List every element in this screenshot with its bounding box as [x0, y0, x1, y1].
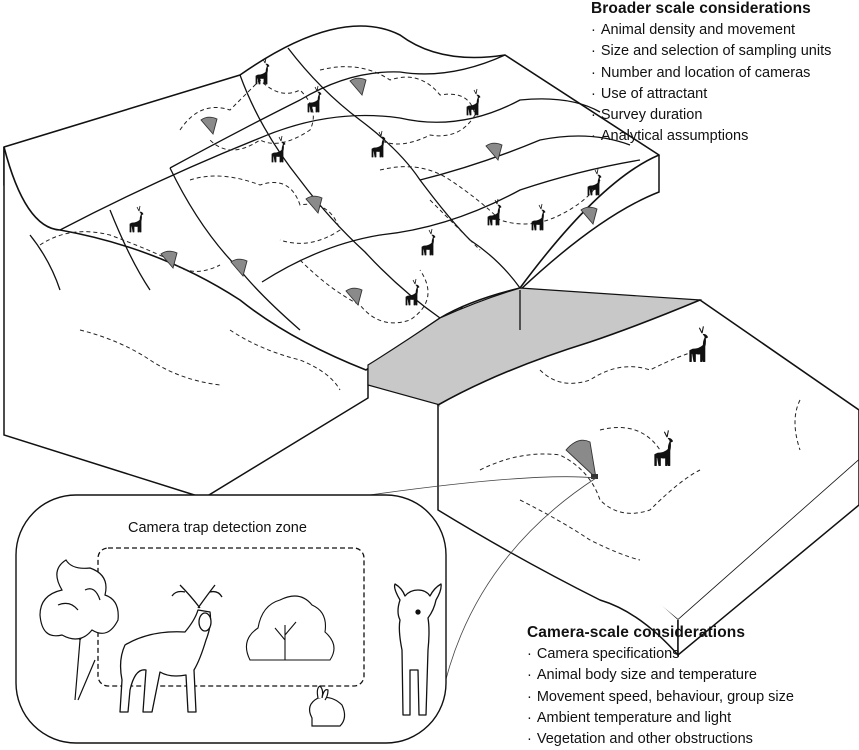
list-item: ·Movement speed, behaviour, group size	[527, 688, 794, 705]
broader-scale-title: Broader scale considerations	[591, 0, 811, 17]
bullet: ·	[527, 731, 532, 748]
bullet: ·	[527, 709, 532, 726]
camera-scale-panel: Camera-scale considerations ·Camera spec…	[527, 624, 794, 750]
landscape-top-surface	[3, 25, 660, 371]
camera-icon	[565, 439, 598, 480]
tree-icon	[39, 559, 119, 701]
rabbit-icon	[308, 685, 346, 727]
bullet: ·	[591, 22, 596, 38]
list-item: ·Use of attractant	[591, 85, 708, 102]
detection-panel	[15, 494, 447, 744]
list-item: ·Analytical assumptions	[591, 128, 749, 145]
camera-scale-list: ·Camera specifications ·Animal body size…	[527, 644, 794, 750]
animal-trails	[39, 66, 601, 391]
list-item: ·Animal body size and temperature	[527, 667, 757, 684]
list-item: ·Ambient temperature and light	[527, 709, 732, 726]
bullet: ·	[527, 667, 532, 684]
shrub-icon	[245, 595, 335, 661]
bullet: ·	[591, 43, 596, 60]
landscape-block	[3, 25, 660, 499]
list-item: ·Camera specifications	[527, 646, 680, 662]
detection-zone-label: Camera trap detection zone	[128, 520, 307, 536]
doe-icon	[393, 583, 442, 716]
bullet: ·	[591, 107, 596, 124]
buck-icon	[119, 584, 223, 713]
bullet: ·	[527, 688, 532, 705]
camera-scale-title: Camera-scale considerations	[527, 624, 746, 641]
list-item: ·Vegetation and other obstructions	[527, 731, 753, 748]
broader-scale-panel: Broader scale considerations ·Animal den…	[591, 0, 831, 148]
bullet: ·	[527, 646, 532, 662]
bullet: ·	[591, 128, 596, 145]
zoomed-side-face	[437, 405, 679, 657]
bullet: ·	[591, 85, 596, 102]
list-item: ·Survey duration	[591, 107, 703, 124]
bullet: ·	[591, 64, 596, 81]
broader-scale-list: ·Animal density and movement ·Size and s…	[591, 20, 831, 148]
list-item: ·Number and location of cameras	[591, 64, 811, 81]
zoomed-trails	[479, 349, 801, 561]
list-item: ·Animal density and movement	[591, 22, 796, 38]
zoomed-block	[269, 299, 859, 701]
list-item: ·Size and selection of sampling units	[591, 43, 832, 60]
